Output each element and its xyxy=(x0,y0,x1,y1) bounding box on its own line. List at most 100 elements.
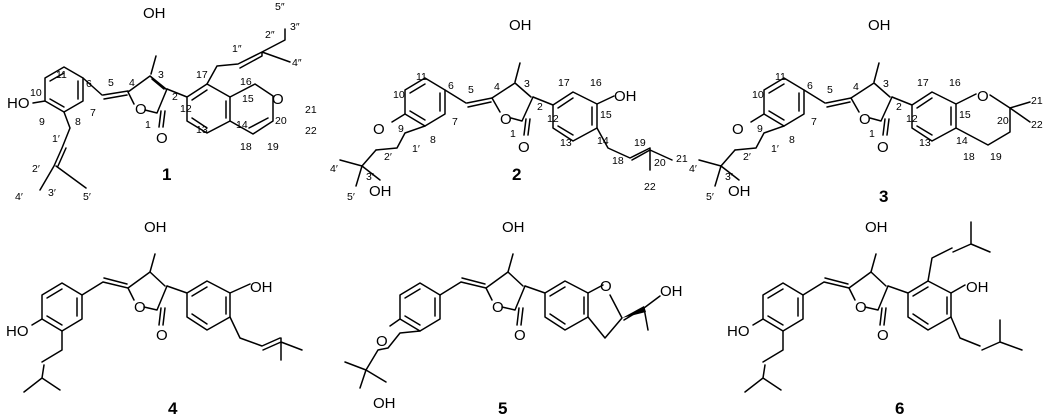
compound-3-position-number: 6 xyxy=(807,80,813,92)
compound-3-position-number: 3′ xyxy=(725,171,733,183)
compound-1-position-number: 4′ xyxy=(15,191,23,203)
compound-1-position-number: 12 xyxy=(180,103,192,115)
compound-2-atom-label: O xyxy=(500,111,512,128)
compound-3-position-number: 9 xyxy=(757,123,763,135)
compound-4-atom-label: HO xyxy=(6,323,29,340)
compound-3-position-number: 4′ xyxy=(689,163,697,175)
compound-2-atom-label: O xyxy=(518,139,530,156)
compound-3-atom-label: O xyxy=(859,111,871,128)
compound-3-position-number: 1′ xyxy=(771,143,779,155)
compound-4-label: 4 xyxy=(168,399,178,418)
compound-2-atom-label: OH xyxy=(509,17,532,34)
compound-3-position-number: 2 xyxy=(896,101,902,113)
compound-2-position-number: 20 xyxy=(654,157,666,169)
compound-2-position-number: 1′ xyxy=(412,143,420,155)
compound-5-label: 5 xyxy=(498,399,507,418)
compound-2-position-number: 9 xyxy=(398,123,404,135)
compound-5-atom-label: O xyxy=(376,333,388,350)
compound-2-position-number: 14 xyxy=(597,135,609,147)
compound-1-position-number: 6 xyxy=(86,78,92,90)
compound-2-atom-label: O xyxy=(373,121,385,138)
compound-3-position-number: 17 xyxy=(917,77,929,89)
compound-6-label: 6 xyxy=(895,399,904,418)
compound-3-position-number: 21 xyxy=(1031,95,1043,107)
compound-1-position-number: 10 xyxy=(30,87,42,99)
compound-3-structure xyxy=(698,62,1031,187)
compound-4-structure xyxy=(23,253,303,393)
compound-3-position-number: 10 xyxy=(752,89,764,101)
compound-2-position-number: 8 xyxy=(430,134,436,146)
compound-1-position-number: 20 xyxy=(275,115,287,127)
compound-1-position-number: 7 xyxy=(90,107,96,119)
compound-1-position-number: 1 xyxy=(145,119,151,131)
compound-3-position-number: 16 xyxy=(949,77,961,89)
compound-3-atom-label: O xyxy=(977,88,989,105)
compound-1-structure xyxy=(32,28,291,191)
compound-6-atom-label: O xyxy=(877,327,889,344)
compound-1-position-number: 5 xyxy=(108,77,114,89)
compound-2-position-number: 3 xyxy=(524,78,530,90)
compound-2-position-number: 16 xyxy=(590,77,602,89)
compound-1-label: 1 xyxy=(162,165,171,184)
compound-1-position-number: 1″ xyxy=(232,43,242,55)
compound-3-position-number: 22 xyxy=(1031,119,1043,131)
compound-2-position-number: 21 xyxy=(676,153,688,165)
compound-3-position-number: 19 xyxy=(990,151,1002,163)
compound-2-position-number: 2 xyxy=(537,101,543,113)
compound-5-atom-label: OH xyxy=(373,395,396,412)
compound-5-atom-label: OH xyxy=(502,219,525,236)
compound-6-structure xyxy=(744,221,1023,393)
compound-3-position-number: 15 xyxy=(959,109,971,121)
compound-4-atom-label: O xyxy=(134,299,146,316)
compound-3-atom-label: OH xyxy=(728,183,751,200)
compound-1-position-number: 3 xyxy=(158,69,164,81)
compound-1-position-number: 18 xyxy=(240,141,252,153)
compound-1-position-number: 9 xyxy=(39,116,45,128)
compound-3-position-number: 7 xyxy=(811,116,817,128)
compound-3-position-number: 5 xyxy=(827,84,833,96)
compound-2-position-number: 22 xyxy=(644,181,656,193)
compound-5-atom-label: O xyxy=(514,327,526,344)
compound-1-position-number: 22 xyxy=(305,125,317,137)
compound-2-position-number: 7 xyxy=(452,116,458,128)
compound-2-position-number: 4′ xyxy=(330,163,338,175)
compound-4-atom-label: OH xyxy=(250,279,273,296)
compound-1-position-number: 19 xyxy=(267,141,279,153)
compound-2-position-number: 15 xyxy=(600,109,612,121)
compound-1-atom-label: OH xyxy=(143,5,166,22)
compound-5-atom-label: O xyxy=(600,278,612,295)
compound-3-atom-label: OH xyxy=(868,17,891,34)
compound-3-position-number: 2′ xyxy=(743,151,751,163)
compound-2-position-number: 6 xyxy=(448,80,454,92)
compound-3-position-number: 14 xyxy=(956,135,968,147)
compound-6-atom-label: HO xyxy=(727,323,750,340)
compound-3-position-number: 13 xyxy=(919,137,931,149)
compound-3-position-number: 12 xyxy=(906,113,918,125)
compound-5-atom-label: OH xyxy=(660,283,683,300)
compound-2-position-number: 1 xyxy=(510,128,516,140)
compound-2-position-number: 5 xyxy=(468,84,474,96)
compound-1-position-number: 4 xyxy=(129,77,135,89)
compound-2-position-number: 18 xyxy=(612,155,624,167)
compound-1-position-number: 17 xyxy=(196,69,208,81)
compound-2-position-number: 5′ xyxy=(347,191,355,203)
compound-4-atom-label: O xyxy=(156,327,168,344)
compound-6-atom-label: O xyxy=(855,299,867,316)
compound-3-position-number: 20 xyxy=(997,115,1009,127)
compound-1-atom-label: O xyxy=(156,130,168,147)
compound-1-position-number: 8 xyxy=(75,116,81,128)
compound-6-atom-label: OH xyxy=(966,279,989,296)
compound-1-atom-label: HO xyxy=(7,95,30,112)
compound-1-position-number: 15 xyxy=(242,93,254,105)
compound-2-position-number: 10 xyxy=(393,89,405,101)
compound-3-position-number: 5′ xyxy=(706,191,714,203)
compound-2-position-number: 17 xyxy=(558,77,570,89)
compound-2-label: 2 xyxy=(512,165,521,184)
compound-1-position-number: 5′ xyxy=(83,191,91,203)
compound-2-position-number: 13 xyxy=(560,137,572,149)
compound-1-position-number: 13 xyxy=(196,124,208,136)
compound-1-position-number: 3′ xyxy=(48,187,56,199)
compound-2-atom-label: OH xyxy=(369,183,392,200)
compound-2-position-number: 4 xyxy=(494,81,500,93)
